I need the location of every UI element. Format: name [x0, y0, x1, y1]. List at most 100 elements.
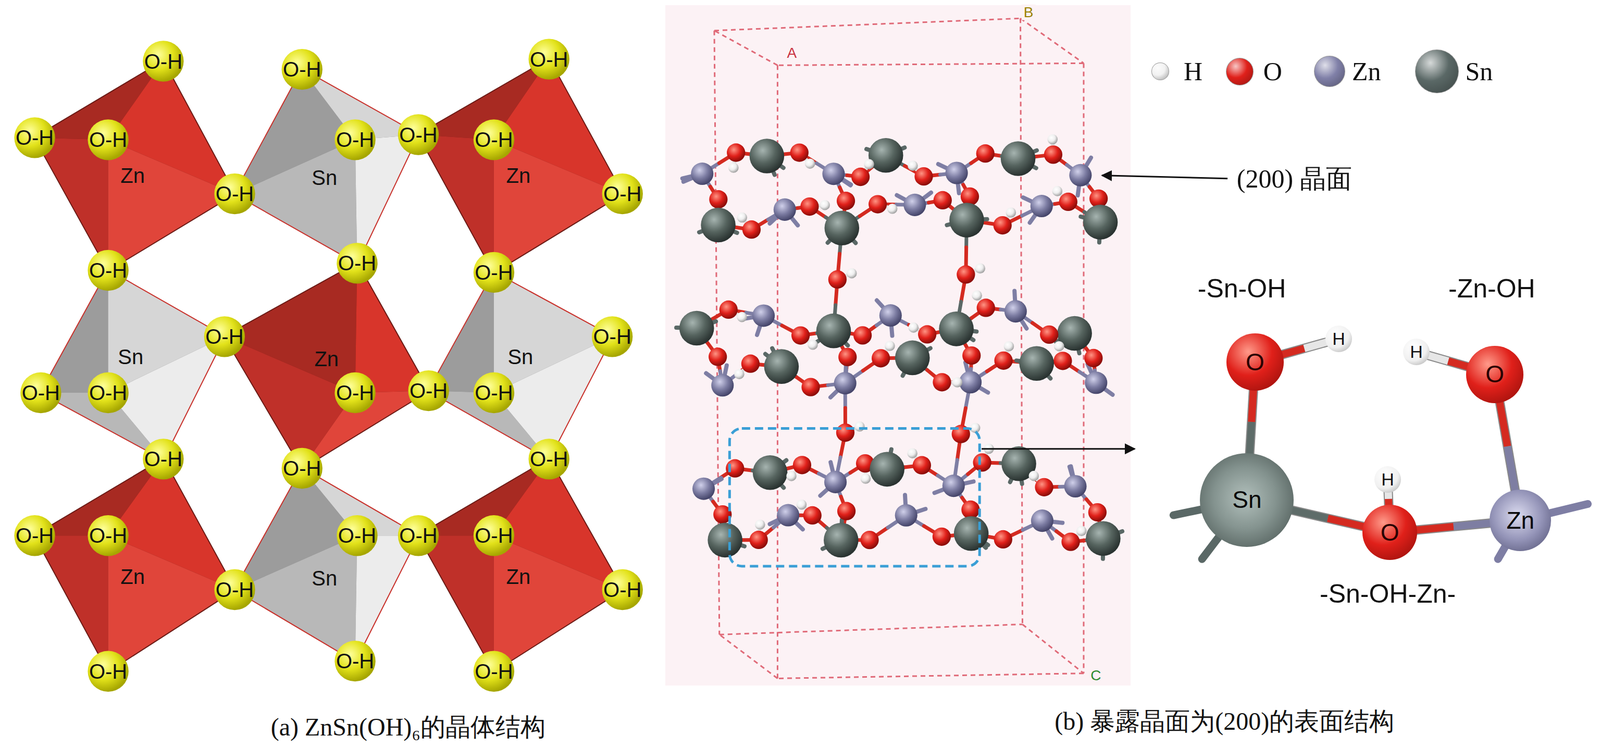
- bond-outline: [1249, 389, 1254, 455]
- hydroxyl-label: O-H: [215, 578, 254, 602]
- atom-symbol: H: [1332, 329, 1346, 349]
- axis-label: A: [784, 44, 799, 61]
- hydroxyl-label: O-H: [144, 447, 183, 471]
- atom: [736, 312, 748, 323]
- sn-octahedron: [40, 270, 225, 460]
- atom: [707, 523, 743, 558]
- atom: [801, 378, 820, 397]
- hydroxyl-label: O-H: [338, 524, 377, 548]
- octahedron-face: [108, 535, 235, 672]
- atom: [959, 370, 982, 394]
- cell-edge: [714, 18, 1021, 31]
- legend-label: O: [1263, 57, 1283, 86]
- atom: [932, 373, 951, 392]
- atom-cluster: [676, 134, 1123, 560]
- atom: [692, 477, 715, 501]
- hydroxyl-label: O-H: [603, 182, 642, 206]
- atom: [800, 197, 819, 216]
- hydroxyl-sphere: [281, 48, 323, 90]
- octahedron-face: [40, 270, 108, 393]
- atom: [884, 340, 896, 352]
- atom-sphere: O: [1466, 345, 1524, 404]
- octahedron-face: [355, 263, 429, 393]
- octahedron-face: [418, 59, 623, 273]
- cell-edge: [1020, 18, 1084, 64]
- atom: [804, 158, 816, 169]
- metal-label: Zn: [506, 565, 531, 589]
- atom: [887, 203, 898, 215]
- atom-sphere: O: [1226, 333, 1284, 391]
- hydroxyl-sphere: [204, 316, 245, 357]
- hydroxyl-sphere: [473, 515, 515, 556]
- metal-label: Zn: [120, 565, 145, 589]
- cell-edge: [1022, 624, 1084, 674]
- atom: [871, 349, 890, 368]
- octahedron-face: [34, 459, 235, 672]
- hydroxyl-sphere: [214, 569, 255, 611]
- atom: [803, 506, 822, 525]
- hydroxyl-sphere: [336, 515, 378, 556]
- hydroxyl-sphere: [87, 119, 129, 160]
- atom: [773, 198, 797, 221]
- atom: [700, 207, 736, 243]
- hydroxyl-label: O-H: [89, 524, 128, 548]
- atom: [709, 190, 728, 209]
- atom: [961, 500, 980, 519]
- hydroxyl-sphere: [591, 316, 633, 357]
- zn-octahedron: [34, 459, 235, 672]
- hydroxyl-label: O-H: [336, 128, 375, 152]
- hydroxyl-label: O-H: [89, 128, 128, 152]
- atom: [1069, 164, 1092, 187]
- metal-label: Zn: [314, 347, 339, 371]
- hydroxyl-sphere: [214, 173, 255, 215]
- octahedra: [34, 59, 623, 672]
- hydroxyl-sphere: [87, 651, 129, 692]
- atom: [1088, 503, 1107, 522]
- atom-symbol: Zn: [1506, 507, 1535, 535]
- hydroxyl-label: O-H: [15, 126, 54, 150]
- atom: [853, 326, 872, 345]
- hydroxyl-sphere: [20, 372, 61, 414]
- atom: [914, 167, 933, 186]
- hydroxyl-sphere: [528, 438, 570, 480]
- hydroxyl-label: O-H: [474, 128, 513, 152]
- atom: [895, 504, 918, 527]
- atom-sphere: H: [1325, 325, 1353, 353]
- hydroxyl-sphere: [407, 370, 449, 412]
- atom: [786, 470, 797, 482]
- atom: [1003, 341, 1015, 352]
- sn-octahedron: [234, 468, 419, 662]
- hydroxyl-sphere: [473, 252, 515, 293]
- atom: [679, 311, 715, 346]
- hydroxyl-label: O-H: [529, 447, 568, 471]
- zoom-arrow: [981, 448, 1135, 450]
- atom: [790, 143, 809, 162]
- atom: [828, 270, 847, 289]
- atom: [908, 322, 920, 333]
- bond: [1249, 389, 1254, 455]
- legend-swatch: [1314, 56, 1346, 88]
- atom: [1000, 141, 1036, 177]
- bond-half: [1499, 401, 1508, 447]
- panel-background: [665, 5, 1131, 686]
- plane-label: (200) 晶面: [1236, 164, 1353, 193]
- hydroxyl-sphere: [87, 250, 129, 291]
- atom: [869, 452, 905, 488]
- sn-octahedron: [234, 69, 419, 264]
- cell-edge: [714, 30, 778, 66]
- hydroxyl-label: O-H: [21, 381, 60, 405]
- cell-edge: [777, 673, 1084, 679]
- octahedron-face: [493, 139, 623, 273]
- atom: [1006, 207, 1017, 218]
- atom: [1019, 345, 1054, 381]
- pointer-arrow: [1101, 175, 1228, 179]
- metal-label: Sn: [311, 566, 338, 590]
- atom: [1031, 509, 1054, 532]
- hydroxyl-label: O-H: [215, 182, 254, 206]
- hydroxyl-label: O-H: [399, 123, 438, 147]
- hydroxyl-sphere: [398, 515, 439, 556]
- atom: [792, 455, 812, 475]
- atom: [824, 470, 847, 494]
- hydroxyl-sphere: [14, 117, 55, 158]
